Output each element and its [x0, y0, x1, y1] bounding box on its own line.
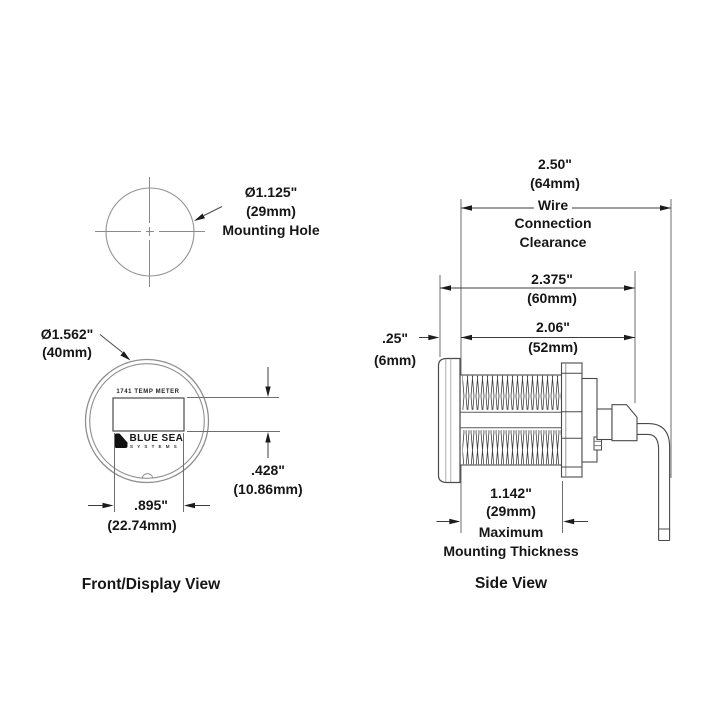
window-height-mm: (10.86mm) [233, 481, 303, 497]
bezel-thickness-mm: (6mm) [373, 351, 417, 368]
wire-clearance-values: 2.50" (64mm) [530, 155, 580, 194]
bezel-diameter-in: Ø1.562" [40, 326, 94, 342]
bezel-thickness-callout: .25" (6mm) [374, 328, 416, 371]
mounting-thickness-in: 1.142" [490, 484, 532, 501]
mounting-thickness-values: 1.142" (29mm) [486, 484, 536, 521]
mounting-hole-drawing [95, 177, 223, 287]
wire-clearance-label-2: Connection [514, 214, 592, 231]
brand-subtitle: SYSTEMS [130, 444, 181, 449]
mounting-thickness-label: Maximum Mounting Thickness [443, 523, 578, 561]
wire-clearance-mm: (64mm) [530, 175, 580, 191]
overall-length-in: 2.375" [531, 270, 573, 287]
wire-clearance-label-3: Clearance [519, 234, 587, 250]
wire-clearance-in: 2.50" [538, 155, 572, 172]
mounting-thickness-label-1: Maximum [478, 524, 544, 540]
body-length-in: 2.06" [536, 319, 570, 335]
mounting-hole-callout: Ø1.125" (29mm) Mounting Hole [222, 183, 319, 240]
bezel-diameter-callout: Ø1.562" (40mm) [41, 325, 94, 361]
meter-model-label: 1741 TEMP METER [116, 389, 180, 395]
mounting-hole-diameter-mm: (29mm) [246, 203, 296, 219]
body-length-callout: 2.06" (52mm) [528, 318, 578, 357]
mounting-thickness-mm: (29mm) [486, 503, 536, 519]
mounting-thickness-label-2: Mounting Thickness [443, 543, 579, 559]
window-width-mm: (22.74mm) [107, 517, 177, 533]
window-width-in: .895" [134, 497, 168, 513]
bezel-thickness-in: .25" [381, 330, 409, 346]
front-view-caption: Front/Display View [81, 576, 221, 593]
body-length-mm: (52mm) [528, 338, 578, 355]
window-height-callout: .428" (10.86mm) [233, 461, 302, 499]
brand-wordmark: BLUE SEA [129, 433, 184, 444]
wire-clearance-label-rest: Connection Clearance [515, 214, 592, 253]
front-view-drawing [84, 334, 280, 512]
side-view-caption: Side View [474, 574, 548, 592]
mounting-hole-label: Mounting Hole [222, 222, 320, 238]
overall-length-callout: 2.375" (60mm) [527, 270, 577, 309]
overall-length-mm: (60mm) [527, 290, 577, 306]
wire-clearance-label-1: Wire [533, 197, 573, 213]
bezel-diameter-mm: (40mm) [42, 344, 92, 360]
mounting-hole-diameter-in: Ø1.125" [244, 184, 298, 200]
side-view-drawing [419, 199, 672, 542]
window-height-in: .428" [251, 462, 285, 478]
